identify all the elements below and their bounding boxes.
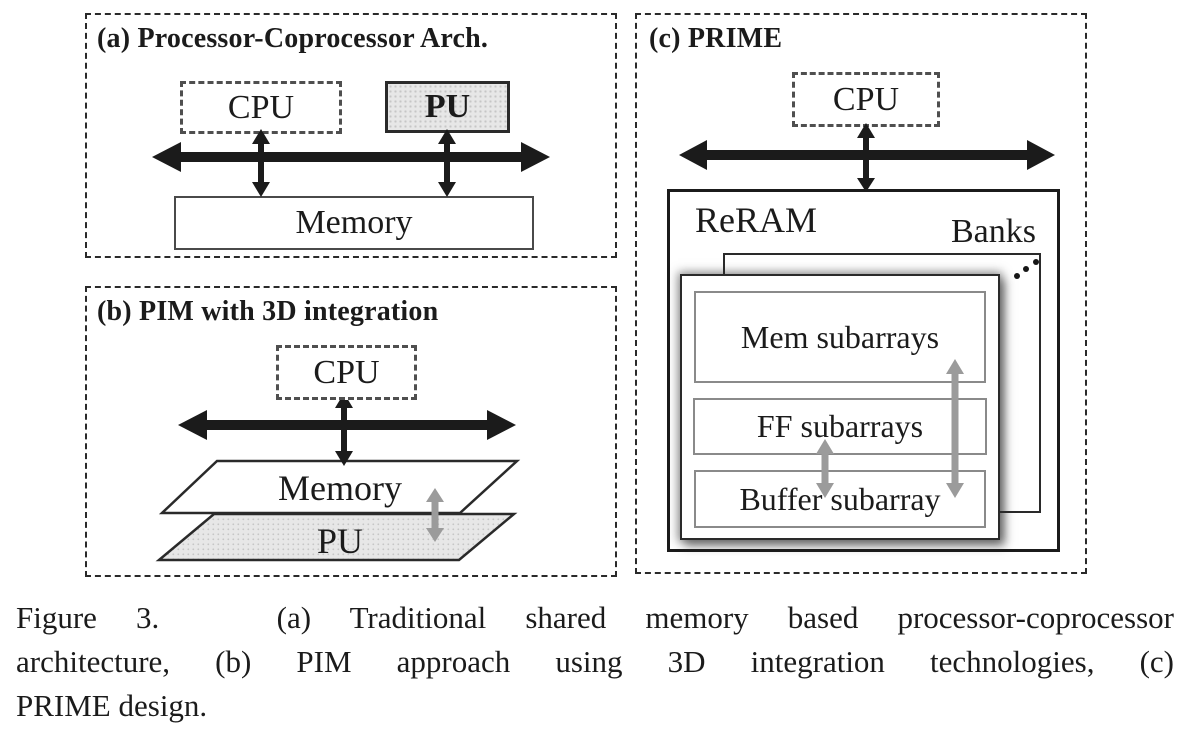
panel-c-title: (c) PRIME — [649, 23, 783, 54]
ff-subarrays-box: FF subarrays — [693, 398, 987, 455]
caption-line: architecture, (b) PIM approach using 3D … — [16, 644, 1174, 679]
banks-ellipsis-dot — [1014, 273, 1020, 279]
panel-a-memory-box: Memory — [174, 196, 534, 250]
cpu-bus-arrow — [335, 393, 353, 466]
mem-subarrays-box: Mem subarrays — [694, 291, 986, 383]
panel-b-title: (b) PIM with 3D integration — [97, 296, 439, 327]
panel-b-cpu-box: CPU — [276, 345, 417, 400]
banks-label: Banks — [951, 213, 1036, 250]
pu-label: PU — [316, 521, 364, 561]
cpu-label: CPU — [313, 353, 380, 391]
panel-c-cpu-box: CPU — [792, 72, 940, 127]
shared-bus-arrow — [178, 410, 516, 440]
pu-label: PU — [424, 88, 471, 125]
buffer-subarray-box: Buffer subarray — [694, 470, 986, 528]
cpu-label: CPU — [227, 88, 295, 126]
caption-line: Figure 3. (a) Traditional shared memory … — [16, 600, 1174, 635]
memory-label: Memory — [278, 468, 402, 508]
caption-line: PRIME design. — [16, 688, 208, 723]
reram-label: ReRAM — [695, 200, 818, 240]
shared-bus-arrow — [152, 142, 550, 172]
panel-a-cpu-box: CPU — [180, 81, 342, 134]
shared-bus-arrow — [679, 140, 1055, 170]
mem-subarrays-label: Mem subarrays — [740, 318, 940, 355]
banks-ellipsis-dot — [1023, 266, 1029, 272]
panel-a-title: (a) Processor-Coprocessor Arch. — [97, 23, 489, 54]
cpu-bus-arrow — [252, 129, 270, 197]
buffer-subarray-label: Buffer subarray — [739, 480, 941, 517]
memory-label: Memory — [295, 204, 413, 241]
panel-c: (c) PRIME CPU ReRAM Banks Mem subarrays … — [635, 13, 1087, 574]
panel-a-pu-box: PU — [385, 81, 510, 133]
banks-ellipsis-dot — [1033, 259, 1039, 265]
pu-bus-arrow — [438, 129, 456, 197]
cpu-bus-arrow — [857, 123, 875, 192]
panel-b: (b) PIM with 3D integration CPU — [85, 286, 617, 577]
cpu-label: CPU — [832, 80, 900, 118]
bank-box-front: Mem subarrays FF subarrays Buffer subarr… — [680, 274, 1000, 540]
ff-subarrays-label: FF subarrays — [756, 408, 924, 444]
figure-caption: Figure 3. (a) Traditional shared memory … — [16, 596, 1174, 728]
panel-a: (a) Processor-Coprocessor Arch. CPU PU M… — [85, 13, 617, 258]
